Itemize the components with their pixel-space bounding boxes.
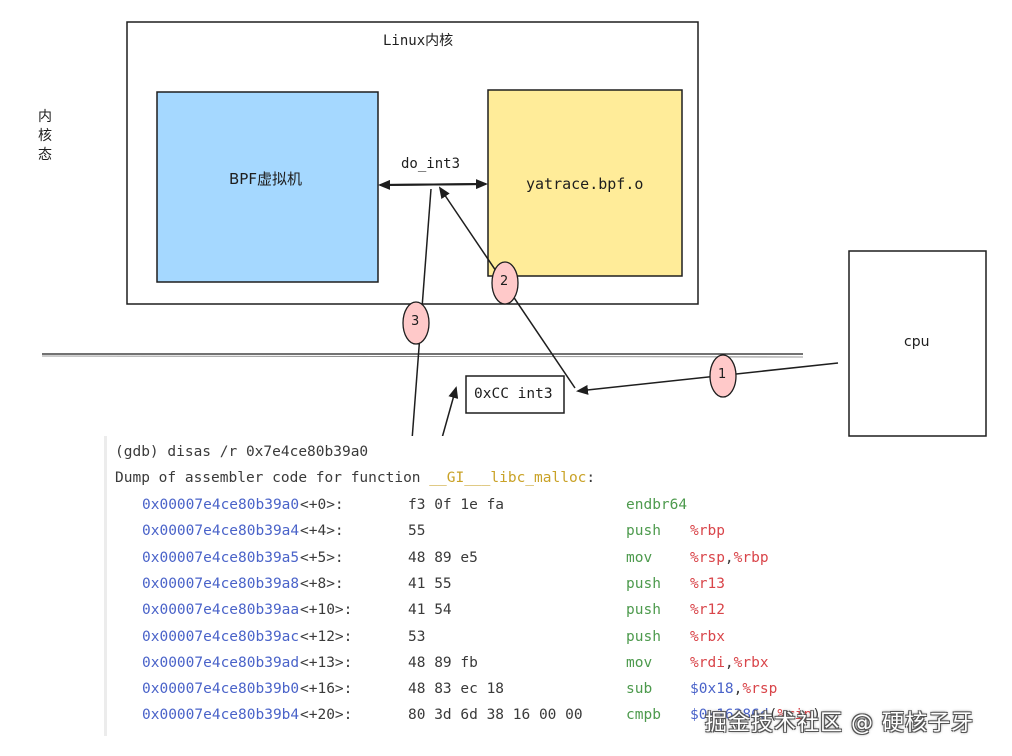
instruction-mnemonic: endbr64 (626, 497, 688, 513)
disassembly-row: 0x00007e4ce80b39b4<+20>: 80 3d 6d 38 16 0… (107, 702, 821, 728)
operand-reg: %rsp (690, 549, 725, 566)
instruction-bytes: 80 3d 6d 38 16 00 00 (408, 707, 583, 724)
instruction-operands: %rdi,%rbx (690, 650, 769, 676)
function-name: __GI___libc_malloc (429, 470, 587, 486)
instruction-bytes: f3 0f 1e fa (408, 497, 505, 513)
operand-imm: $0x18 (690, 681, 734, 698)
gdb-disassembly-panel: (gdb) disas /r 0x7e4ce80b39a0 Dump of as… (104, 436, 821, 736)
instruction-mnemonic: push (626, 523, 661, 540)
operand-reg: %r13 (690, 575, 725, 592)
instruction-offset: <+13>: (300, 654, 353, 671)
instruction-offset: <+8>: (300, 575, 344, 592)
disassembly-row: 0x00007e4ce80b39b0<+16>: 48 83 ec 18 sub $0… (107, 676, 777, 702)
operand-reg: %r12 (690, 602, 725, 619)
operand-sep: , (724, 549, 734, 566)
instruction-offset: <+16>: (300, 681, 353, 698)
dump-suffix: : (586, 470, 596, 486)
instruction-mnemonic: sub (626, 681, 653, 698)
instruction-offset: <+10>: (300, 602, 353, 619)
disassembly-row: 0x00007e4ce80b39ac<+12>: 53 push %rbx (107, 624, 725, 650)
operand-reg: %rbp (690, 523, 725, 540)
side-label-char: 态 (38, 147, 52, 163)
disassembly-row: 0x00007e4ce80b39a8<+8>: 41 55 push %r13 (107, 571, 725, 597)
disassembly-row: 0x00007e4ce80b39a4<+4>: 55 push %rbp (107, 518, 725, 544)
operand-reg: %rbx (690, 628, 725, 645)
instruction-address: 0x00007e4ce80b39ad (142, 654, 300, 671)
instruction-address: 0x00007e4ce80b39b0 (142, 681, 300, 698)
mode-divider-line-2 (41, 355, 804, 358)
operand-reg: %rbp (733, 549, 769, 566)
do-int3-arrow (379, 179, 488, 190)
instruction-bytes: 41 55 (408, 575, 452, 592)
instruction-offset: <+0>: (300, 497, 344, 513)
instruction-address: 0x00007e4ce80b39aa (142, 602, 300, 619)
do-int3-label: do_int3 (401, 156, 461, 172)
instruction-mnemonic: push (626, 628, 661, 645)
step-badge-2-label: 2 (500, 274, 509, 289)
instruction-bytes: 55 (408, 523, 426, 540)
instruction-offset: <+12>: (300, 628, 353, 645)
instruction-operands: $0x16386d(%rip) (690, 702, 821, 728)
instruction-mnemonic: push (626, 602, 661, 619)
arrow-step-1 (576, 362, 839, 395)
dump-prefix: Dump of assembler code for function (115, 470, 430, 486)
instruction-bytes: 48 83 ec 18 (408, 681, 505, 698)
instruction-address: 0x00007e4ce80b39a5 (142, 549, 300, 566)
instruction-operands: %r12 (690, 597, 725, 623)
bpf-vm-label: BPF虚拟机 (229, 170, 302, 188)
instruction-mnemonic: mov (626, 549, 653, 566)
instruction-offset: <+20>: (300, 707, 353, 724)
operand-reg: %rdi (690, 654, 725, 671)
instruction-address: 0x00007e4ce80b39ac (142, 628, 300, 645)
operand-sep: , (724, 654, 734, 671)
disassembly-row: 0x00007e4ce80b39aa<+10>: 41 54 push %r12 (107, 597, 725, 623)
instruction-mnemonic: cmpb (626, 707, 661, 724)
gdb-dump-header: Dump of assembler code for function __GI… (115, 465, 595, 491)
instruction-bytes: 48 89 fb (408, 654, 478, 671)
instruction-bytes: 53 (408, 628, 426, 645)
instruction-bytes: 48 89 e5 (408, 549, 478, 566)
instruction-operands: %r13 (690, 571, 725, 597)
operand-sep: ( (768, 707, 778, 724)
instruction-operands: %rbx (690, 624, 725, 650)
operand-reg: %rsp (742, 681, 778, 698)
operand-sep: , (733, 681, 743, 698)
disassembly-row: 0x00007e4ce80b39a5<+5>: 48 89 e5 mov %rsp,%… (107, 545, 769, 571)
instruction-address: 0x00007e4ce80b39a0 (142, 497, 300, 513)
disassembly-row: 0x00007e4ce80b39a0<+0>: f3 0f 1e fa endbr6… (107, 492, 687, 518)
instruction-offset: <+5>: (300, 549, 344, 566)
operand-sep: ) (812, 707, 821, 724)
instruction-operands: %rsp,%rbp (690, 545, 769, 571)
instruction-bytes: 41 54 (408, 602, 452, 619)
cpu-label: cpu (904, 334, 930, 350)
linux-kernel-label: Linux内核 (383, 33, 454, 49)
int3-label: 0xCC int3 (474, 386, 553, 402)
operand-imm: $0x16386d (690, 707, 769, 724)
yatrace-bpf-label: yatrace.bpf.o (526, 175, 644, 193)
instruction-address: 0x00007e4ce80b39a8 (142, 575, 300, 592)
disassembly-row: 0x00007e4ce80b39ad<+13>: 48 89 fb mov %rdi,… (107, 650, 769, 676)
instruction-address: 0x00007e4ce80b39a4 (142, 523, 300, 540)
gdb-command: (gdb) disas /r 0x7e4ce80b39a0 (115, 444, 369, 460)
side-label-char: 核 (38, 128, 52, 144)
instruction-offset: <+4>: (300, 523, 344, 540)
instruction-operands: %rbp (690, 518, 725, 544)
instruction-address: 0x00007e4ce80b39b4 (142, 707, 300, 724)
operand-reg: %rbx (733, 654, 769, 671)
kernel-mode-label: 内核态 (37, 108, 53, 165)
instruction-mnemonic: mov (626, 654, 653, 671)
step-badge-3-label: 3 (411, 314, 420, 329)
do-int3-arrow-back (378, 179, 487, 190)
watermark: 掘金技术社区 @ 硬核子牙 (705, 711, 974, 736)
instruction-mnemonic: push (626, 575, 661, 592)
step-badge-1-label: 1 (718, 367, 727, 382)
instruction-operands: $0x18,%rsp (690, 676, 777, 702)
side-label-char: 内 (38, 109, 52, 125)
operand-reg: %rip (777, 707, 813, 724)
